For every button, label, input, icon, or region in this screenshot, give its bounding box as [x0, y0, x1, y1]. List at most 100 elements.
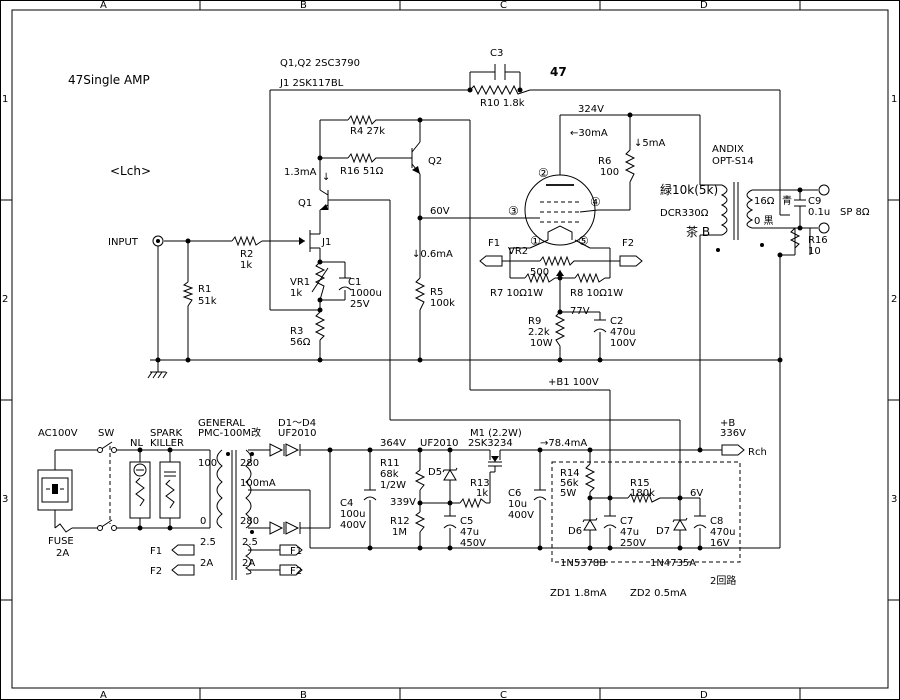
transformer-dot-1 — [716, 248, 720, 252]
label-r16b-value: 10 — [808, 246, 821, 257]
label-c6-value-1: 10u — [508, 499, 527, 510]
grid-row-3-right: 3 — [891, 494, 897, 505]
label-r6: R6 — [598, 156, 611, 167]
label-r7: R7 10Ω1W — [490, 288, 543, 299]
label-sec-280-bottom: 280 — [240, 516, 259, 527]
label-primary-100: 100 — [198, 458, 217, 469]
mosfet-m1-arrow — [491, 456, 499, 462]
psu-f1-in-flag — [171, 544, 195, 556]
psu-wiring — [37, 360, 781, 580]
label-c4-value-2: 400V — [340, 520, 366, 531]
capacitor-c8 — [693, 515, 707, 529]
psu-junction-dots — [137, 447, 703, 551]
resistor-r16 — [347, 152, 382, 164]
label-ac100v: AC100V — [38, 428, 78, 439]
label-green-10k: 緑10k(5k) — [660, 182, 718, 197]
label-c1-value-2: 25V — [350, 299, 370, 310]
label-heater-f1: F1 — [488, 238, 500, 249]
label-dcr: DCR330Ω — [660, 208, 709, 219]
label-r5-value: 100k — [430, 298, 455, 309]
label-pin3: ③ — [508, 204, 519, 218]
resistor-r14 — [584, 463, 596, 493]
psu-labels: AC100V SW NL SPARK KILLER FUSE 2A GENERA… — [38, 418, 767, 599]
label-324v: 324V — [578, 104, 604, 115]
label-r12-value: 1M — [392, 527, 407, 538]
spark-killer — [164, 471, 176, 509]
label-vr2: VR2 — [508, 246, 528, 257]
vr1-wiper — [311, 267, 329, 293]
q1-current-arrow: ↓ — [322, 172, 330, 183]
label-r16: R16 51Ω — [340, 166, 384, 177]
label-zd1-current: ZD1 1.8mA — [550, 588, 607, 599]
resistor-vr2 — [539, 255, 582, 267]
label-opt-s14: OPT-S14 — [712, 156, 754, 167]
ac-inlet — [46, 484, 64, 494]
label-r8: R8 10Ω1W — [570, 288, 623, 299]
zener-d7 — [672, 517, 688, 531]
label-fuse: FUSE — [48, 536, 74, 547]
regulator-box — [551, 461, 741, 563]
vr2-wiper-arrow — [556, 270, 564, 276]
label-r5: R5 — [430, 287, 443, 298]
label-killer: KILLER — [150, 438, 184, 449]
resistor-r10 — [469, 84, 531, 96]
label-d1-d4: D1～D4 — [278, 418, 316, 429]
label-r15: R15 — [630, 478, 650, 489]
grid-col-b-bottom: B — [300, 690, 307, 700]
label-r14-value-1: 56k — [560, 478, 579, 489]
label-c7-value-1: 47u — [620, 527, 639, 538]
label-r4: R4 27k — [350, 126, 385, 137]
resistor-r5 — [414, 277, 426, 311]
label-r1-value: 51k — [198, 296, 217, 307]
zener-d6 — [582, 517, 598, 531]
label-speaker: SP 8Ω — [840, 207, 870, 218]
label-c8: C8 — [710, 516, 723, 527]
label-q2: Q2 — [428, 156, 442, 167]
label-q1: Q1 — [298, 198, 312, 209]
label-j1: J1 — [321, 237, 331, 248]
label-r3-value: 56Ω — [290, 337, 311, 348]
label-c2-value-2: 100V — [610, 338, 636, 349]
grid-row-1-right: 1 — [891, 94, 897, 105]
neon-lamp — [133, 463, 147, 507]
label-r3: R3 — [290, 326, 303, 337]
label-c1: C1 — [348, 277, 361, 288]
q1-emitter-arrow — [320, 204, 328, 210]
label-psu-f1-out: F1 — [290, 546, 302, 557]
label-blue: 青 — [782, 194, 792, 207]
fuse-lead — [54, 523, 73, 533]
amp-junction-dots — [155, 87, 803, 363]
grid-col-d-bottom: D — [700, 690, 708, 700]
grid-column-labels: A B C D A B C D — [100, 0, 708, 700]
label-spark: SPARK — [150, 428, 183, 439]
label-psu-f1-in: F1 — [150, 546, 162, 557]
label-c4-value-1: 100u — [340, 509, 365, 520]
diode-d1-d2 — [269, 443, 301, 457]
label-r12: R12 — [390, 516, 410, 527]
label-vr1-value: 1k — [290, 288, 302, 299]
tube-47 — [524, 174, 599, 246]
resistor-r7 — [524, 272, 556, 284]
label-16-ohm: 16Ω — [754, 196, 775, 207]
label-sec-2a: 2A — [242, 558, 255, 569]
grid-row-2-right: 2 — [891, 294, 897, 305]
capacitor-c3 — [494, 64, 506, 80]
label-c9-value: 0.1u — [808, 207, 830, 218]
capacitor-c6 — [533, 489, 547, 501]
psu-f1-out-flag — [279, 544, 303, 556]
resistor-r16b — [789, 227, 801, 249]
grid-col-c-bottom: C — [500, 690, 507, 700]
label-psu-f2-out: F2 — [290, 566, 302, 577]
label-zd2-current: ZD2 0.5mA — [630, 588, 687, 599]
label-2-circuits: 2回路 — [710, 574, 736, 587]
label-uf2010-d5: UF2010 — [420, 438, 459, 449]
label-c6: C6 — [508, 488, 521, 499]
label-1n5378b: 1N5378B — [560, 558, 606, 569]
label-rch: Rch — [748, 447, 767, 458]
label-b1-100v: +B1 100V — [548, 377, 599, 388]
capacitor-c4 — [363, 489, 377, 501]
label-vr1: VR1 — [290, 277, 310, 288]
psu-f2-out-flag — [279, 564, 303, 576]
